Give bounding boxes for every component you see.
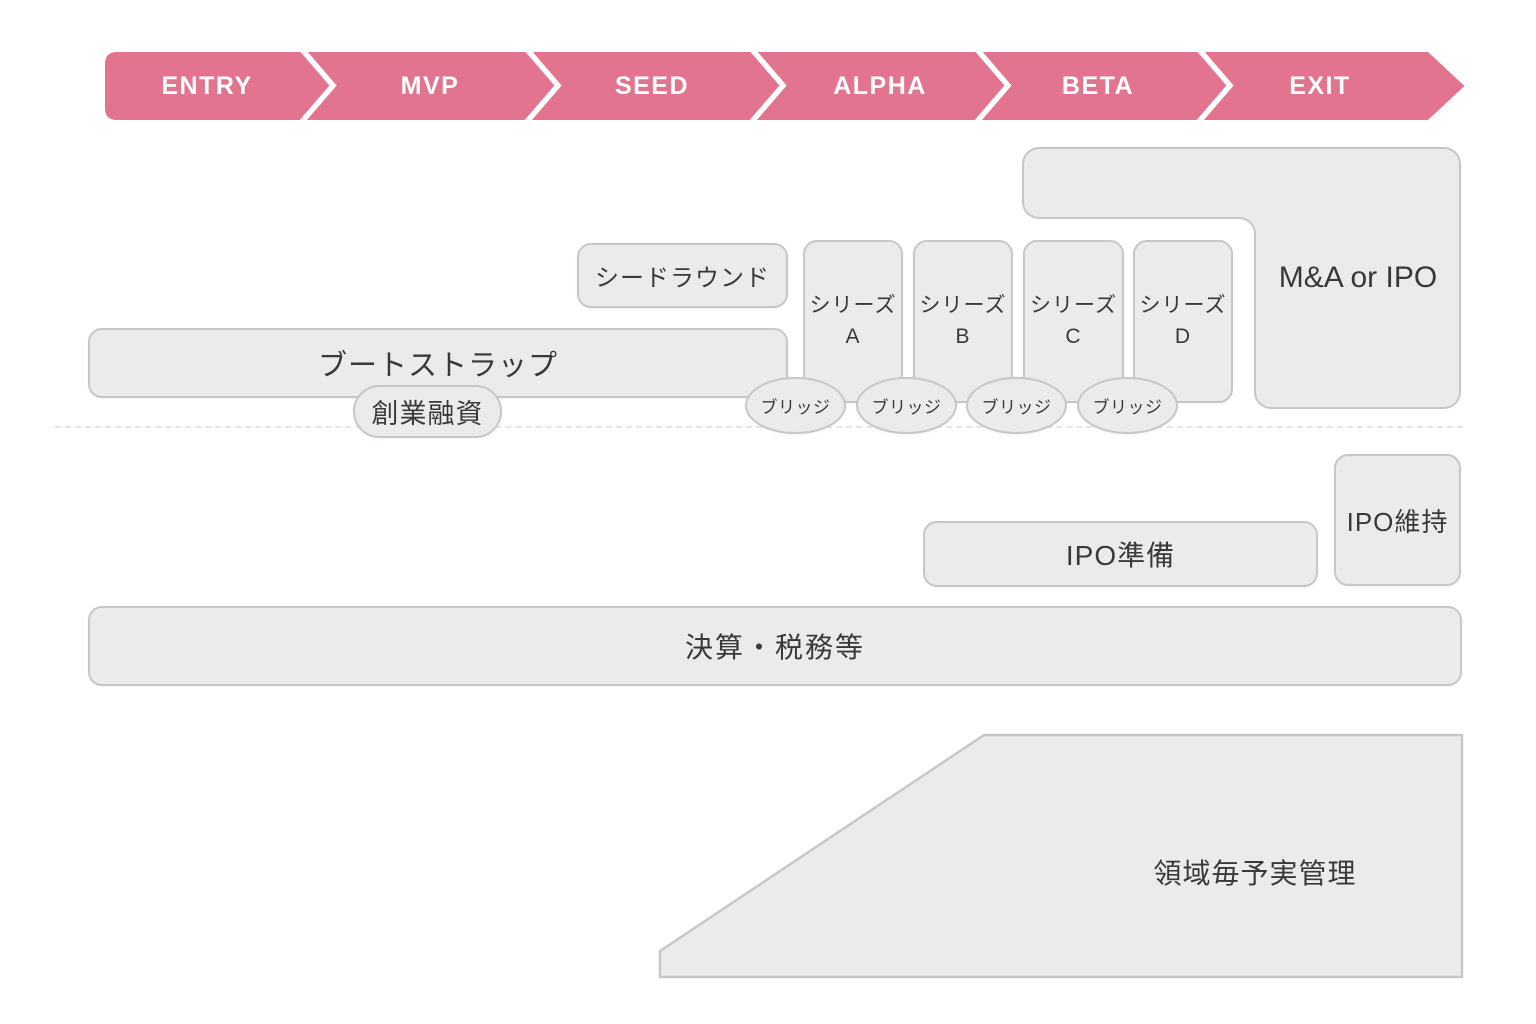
- stage-label-entry: ENTRY: [161, 72, 253, 100]
- stage-chevron-separators: [296, 52, 1234, 120]
- series-c-label: シリーズ C: [1030, 291, 1117, 352]
- domain-budget-label: 領域毎予実管理: [1153, 858, 1357, 889]
- stage-label-seed: SEED: [614, 72, 690, 100]
- bridge-ellipse-3: ブリッジ: [966, 377, 1067, 434]
- bridge-label: ブリッジ: [871, 398, 942, 417]
- ipo-maintenance-box: IPO維持: [1334, 454, 1461, 586]
- ipo-preparation-label: IPO準備: [1065, 540, 1176, 571]
- series-c-box: シリーズ C: [1023, 240, 1124, 403]
- bootstrap-label: ブートストラップ: [317, 350, 558, 382]
- ipo-maintenance-label: IPO維持: [1346, 506, 1449, 537]
- chevron-separator-icon: [296, 52, 337, 120]
- accounting-tax-label: 決算・税務等: [684, 632, 865, 663]
- series-b-line2: B: [955, 324, 971, 348]
- stage-label-mvp: MVP: [400, 72, 460, 100]
- stage-label-alpha: ALPHA: [833, 72, 927, 100]
- series-b-box: シリーズ B: [913, 240, 1013, 403]
- series-d-box: シリーズ D: [1133, 240, 1233, 403]
- chevron-separator-icon: [1193, 52, 1234, 120]
- founding-loan-label: 創業融資: [371, 399, 484, 429]
- bridge-ellipse-2: ブリッジ: [856, 377, 957, 434]
- seed-round-box: シードラウンド: [577, 243, 788, 308]
- series-d-line1: シリーズ: [1139, 294, 1227, 318]
- founding-loan-pill: 創業融資: [353, 385, 502, 438]
- seed-round-label: シードラウンド: [595, 265, 770, 292]
- series-a-box: シリーズ A: [803, 240, 903, 403]
- series-a-label: シリーズ A: [810, 291, 897, 352]
- series-d-label: シリーズ D: [1140, 291, 1227, 352]
- domain-budget-ramp-shape: [658, 733, 1464, 979]
- dashed-divider-line: [55, 426, 1463, 428]
- bridge-label: ブリッジ: [981, 398, 1052, 417]
- stage-label-exit: EXIT: [1289, 72, 1351, 100]
- series-b-label: シリーズ B: [920, 291, 1007, 352]
- accounting-tax-box: 決算・税務等: [88, 606, 1462, 686]
- series-c-line2: C: [1065, 324, 1082, 348]
- series-c-line1: シリーズ: [1030, 294, 1117, 318]
- series-b-line1: シリーズ: [919, 294, 1007, 318]
- series-a-line1: シリーズ: [809, 294, 897, 318]
- chevron-separator-icon: [746, 52, 787, 120]
- ipo-preparation-box: IPO準備: [923, 521, 1318, 587]
- bridge-ellipse-1: ブリッジ: [745, 377, 846, 434]
- series-a-line2: A: [845, 324, 861, 348]
- ma-ipo-label: M&A or IPO: [1278, 261, 1438, 294]
- ma-ipo-shape: [1022, 147, 1461, 409]
- chevron-separator-icon: [971, 52, 1012, 120]
- bridge-label: ブリッジ: [1092, 398, 1163, 417]
- stage-label-beta: BETA: [1061, 72, 1135, 100]
- series-d-line2: D: [1174, 324, 1192, 348]
- bridge-ellipse-4: ブリッジ: [1077, 377, 1178, 434]
- chevron-separator-icon: [521, 52, 562, 120]
- bridge-label: ブリッジ: [760, 398, 831, 417]
